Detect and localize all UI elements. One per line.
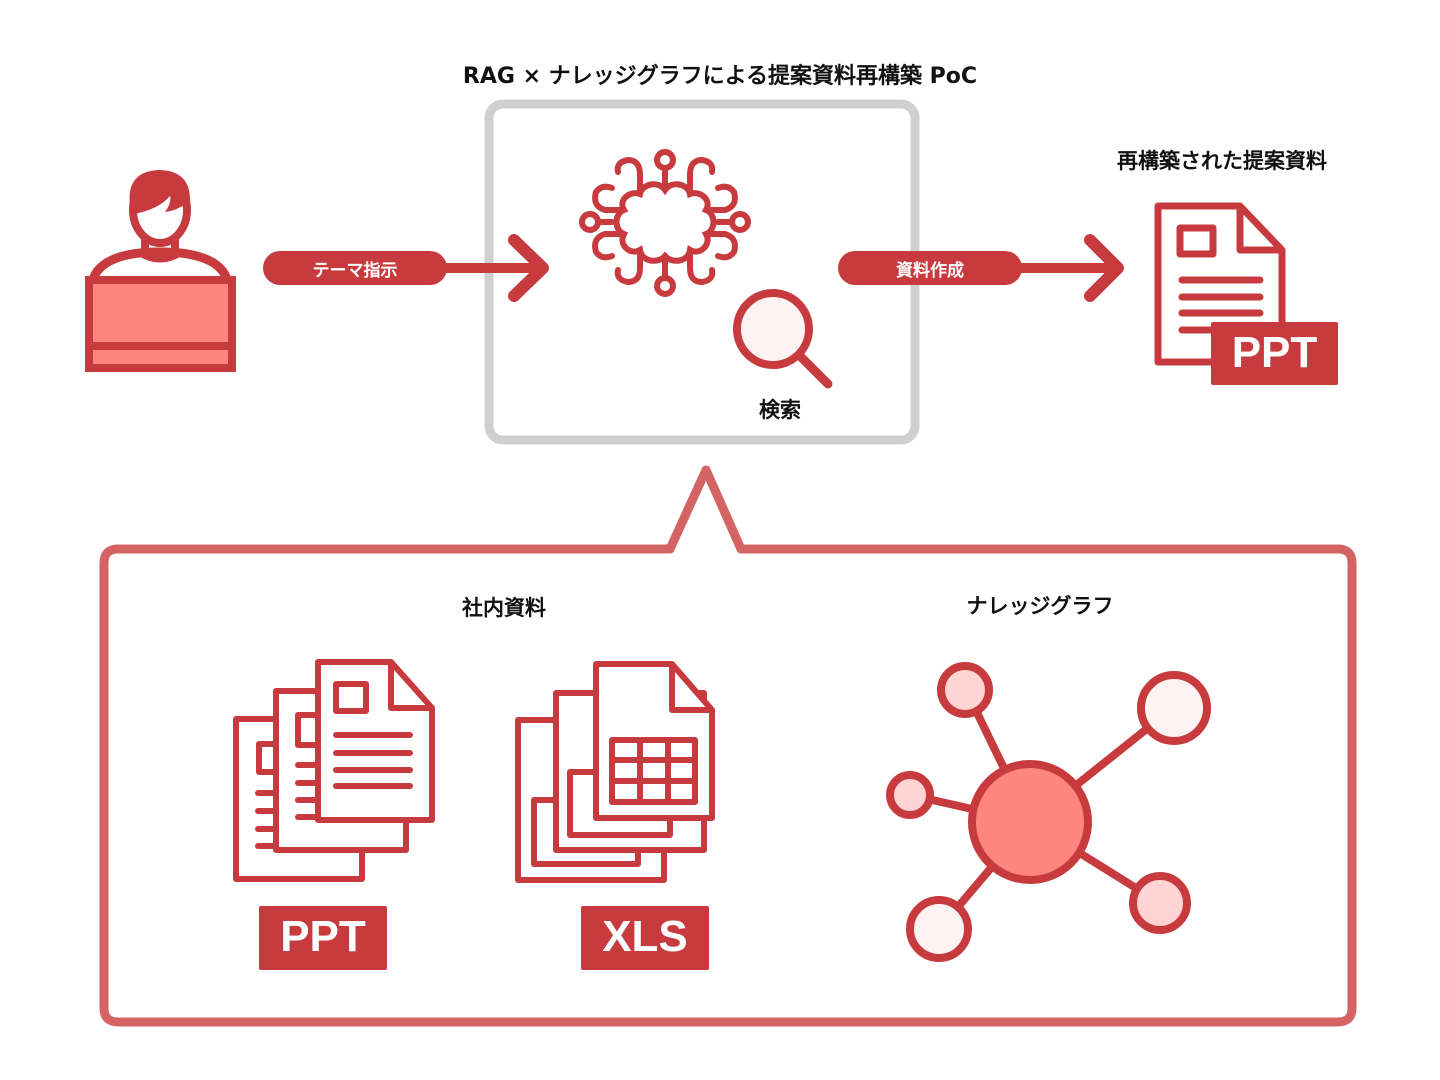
xls-badge: XLS [602,912,688,961]
search-label: 検索 [759,398,801,422]
graph-node-top-left [937,662,993,718]
user-with-laptop-icon [85,170,236,372]
xls-document-stack-icon [515,661,715,883]
ppt-badge-bg [259,906,387,970]
arrow-create-document [838,234,1124,302]
graph-node-bottom-right [1129,872,1191,934]
ai-icon-text: AI [644,200,686,247]
search-magnifier-icon [733,289,833,389]
knowledge-graph-title: ナレッジグラフ [966,594,1114,618]
graph-node-center [968,760,1092,884]
callout-frame [99,465,1357,1027]
xls-badge-bg [581,906,709,970]
output-ppt-badge-bg [1211,322,1338,385]
ppt-document-stack-icon [233,659,435,882]
diagram-title: RAG × ナレッジグラフによる提案資料再構築 PoC [462,64,978,89]
ppt-badge: PPT [280,912,366,961]
graph-node-bottom-left [906,896,972,962]
theme-instruction-label: テーマ指示 [312,261,398,281]
output-document-title: 再構築された提案資料 [1117,149,1327,173]
internal-docs-title: 社内資料 [462,596,546,620]
ai-brain-icon [579,149,751,297]
output-ppt-badge: PPT [1231,328,1318,377]
create-document-label: 資料作成 [896,261,964,281]
graph-node-left [886,771,934,819]
graph-node-top-right [1137,671,1211,745]
arrow-theme-instruction [263,234,549,302]
knowledge-graph-icon [886,662,1211,962]
